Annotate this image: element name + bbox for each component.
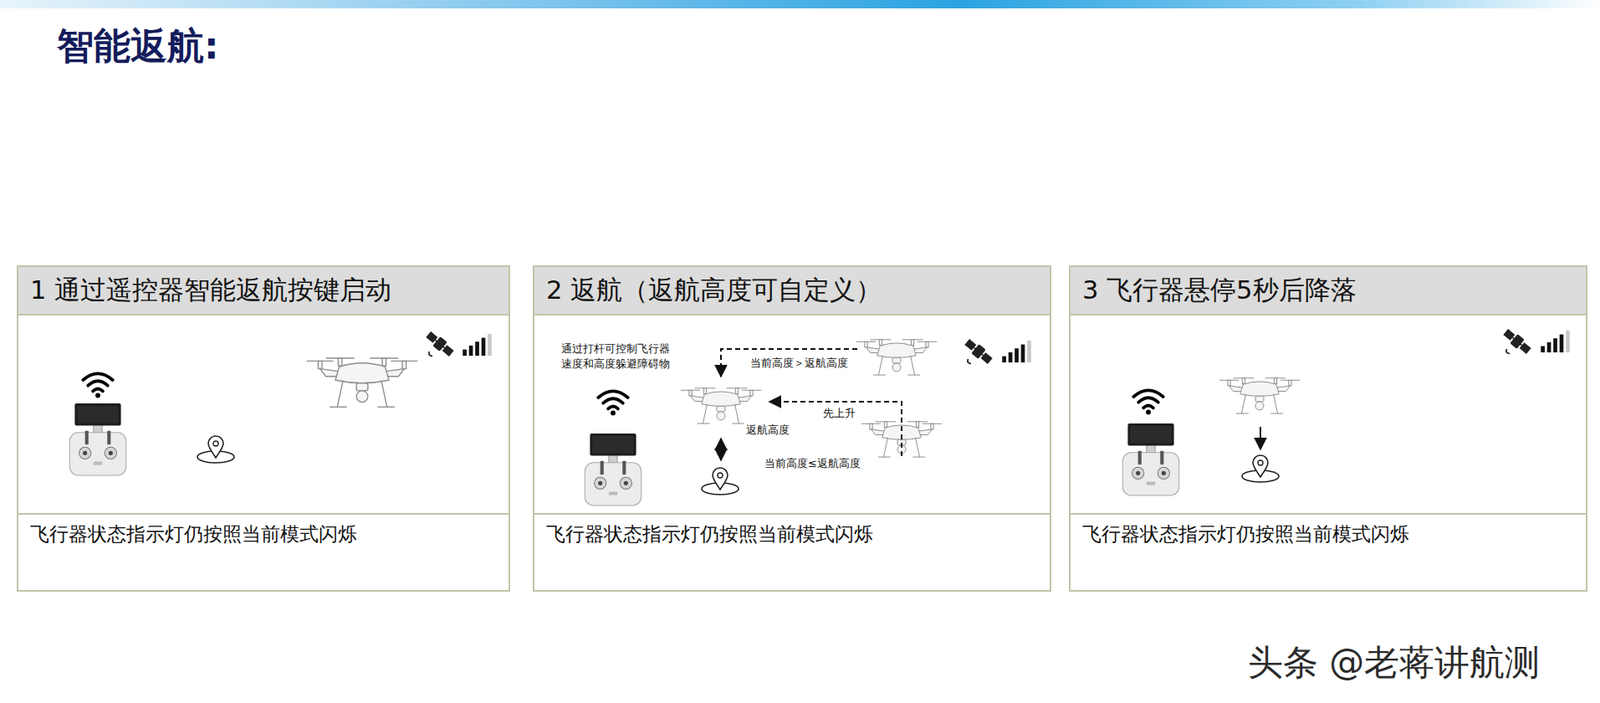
condition-label: 当前高度＞返航高度 bbox=[748, 355, 850, 371]
watermark: 头条 @老蒋讲航测 bbox=[1246, 638, 1542, 687]
drone bbox=[680, 388, 762, 424]
page-title: 智能返航: bbox=[56, 21, 220, 72]
signal-bars bbox=[1001, 340, 1032, 363]
drone bbox=[306, 357, 419, 407]
remote-controller bbox=[584, 433, 641, 506]
panel-header: 3 飞行器悬停5秒后降落 bbox=[1070, 266, 1586, 316]
remote-controller bbox=[1122, 423, 1179, 496]
panel-header: 2 返航（返航高度可自定义） bbox=[534, 266, 1050, 316]
wifi-icon bbox=[598, 390, 628, 415]
drone bbox=[1219, 378, 1300, 414]
satellite-icon bbox=[963, 337, 995, 366]
step-panel: 3 飞行器悬停5秒后降落飞行器状态指示灯仍按照当前模式闪烁 bbox=[1068, 265, 1588, 592]
wifi-icon bbox=[1133, 389, 1163, 415]
landing-arrow bbox=[1259, 426, 1262, 450]
drone bbox=[856, 339, 937, 375]
note-text: 通过打杆可控制飞行器 速度和高度躲避障碍物 bbox=[559, 341, 679, 371]
panel-1-art bbox=[69, 329, 492, 476]
satellite-icon bbox=[1502, 327, 1534, 356]
step-panel: 2 返航（返航高度可自定义） 飞行器状态指示灯仍按照当前模式闪烁 bbox=[532, 265, 1052, 592]
wifi-icon bbox=[82, 373, 113, 398]
step-panel: 1 通过遥控器智能返航按键启动飞行器状态指示灯仍按照当前模式闪烁 bbox=[16, 265, 511, 592]
top-bar bbox=[0, 0, 1600, 9]
home-point bbox=[197, 435, 235, 463]
panel-footer: 飞行器状态指示灯仍按照当前模式闪烁 bbox=[534, 512, 1050, 590]
height-label: 返航高度 bbox=[744, 422, 792, 438]
height-arrow bbox=[720, 438, 722, 461]
satellite-icon bbox=[424, 329, 456, 358]
home-point bbox=[1242, 454, 1279, 482]
panel-3-art bbox=[1122, 327, 1570, 496]
home-point bbox=[701, 467, 739, 495]
panel-footer: 飞行器状态指示灯仍按照当前模式闪烁 bbox=[1070, 512, 1586, 590]
signal-bars bbox=[462, 333, 492, 356]
condition-label: 当前高度≤返航高度 bbox=[762, 455, 863, 471]
step-label: 先上升 bbox=[821, 405, 858, 421]
signal-bars bbox=[1540, 330, 1570, 353]
descend-path bbox=[720, 348, 858, 377]
panel-footer: 飞行器状态指示灯仍按照当前模式闪烁 bbox=[18, 512, 509, 590]
remote-controller bbox=[69, 403, 126, 476]
panel-header: 1 通过遥控器智能返航按键启动 bbox=[18, 266, 509, 316]
